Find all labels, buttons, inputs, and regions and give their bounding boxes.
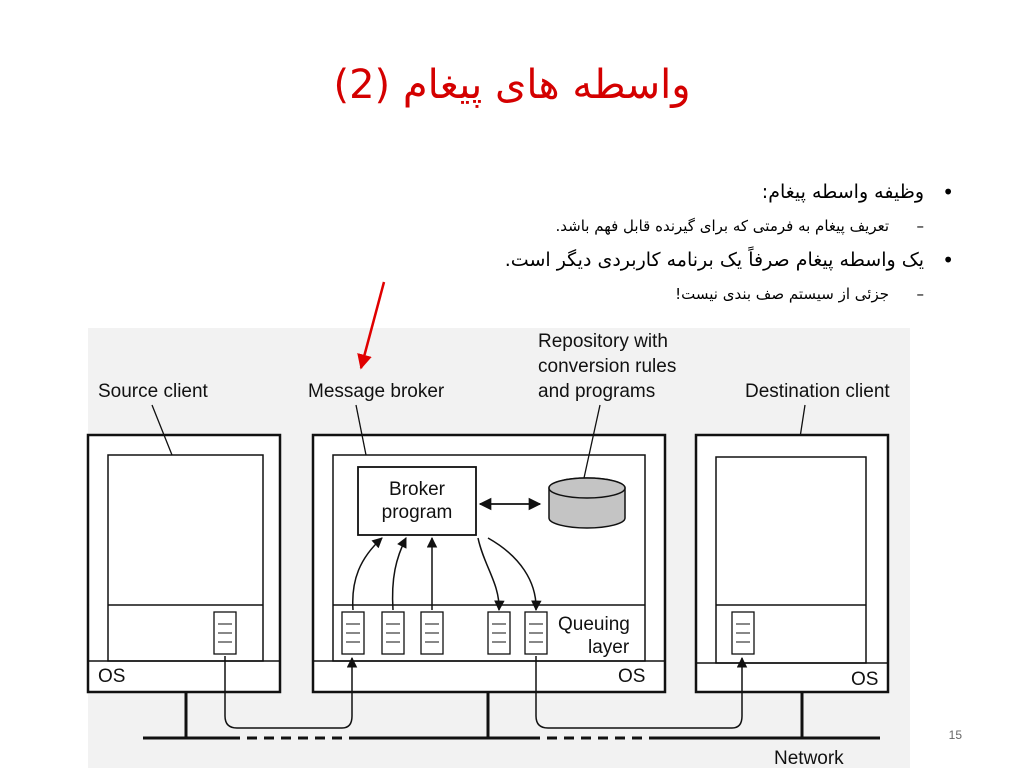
queue-icon [381, 611, 405, 655]
source-client-label: Source client [98, 381, 209, 402]
destination-client-machine [694, 433, 890, 694]
sub-bullet-item: – جزئی از سیستم صف بندی نیست! [254, 282, 954, 306]
dash-icon: – [916, 217, 925, 235]
source-os-label: OS [98, 666, 125, 687]
repository-database-icon [548, 477, 626, 529]
bullet-list: • وظیفه واسطه پیغام: – تعریف پیغام به فر… [254, 178, 954, 314]
bullet-dot-icon: • [942, 180, 954, 204]
repository-label-line-1: Repository with [538, 331, 668, 352]
dash-icon: – [916, 285, 925, 303]
queuing-layer-line-2: layer [588, 637, 630, 658]
queue-to-broker-arrow [391, 537, 407, 611]
bullet-item: • وظیفه واسطه پیغام: [254, 178, 954, 206]
bullet-text: یک واسطه پیغام صرفاً یک برنامه کاربردی د… [504, 249, 924, 271]
sub-bullet-text: جزئی از سیستم صف بندی نیست! [675, 285, 889, 303]
repository-label-line-3: and programs [538, 381, 655, 402]
queue-icon [420, 611, 444, 655]
queue-icon [341, 611, 365, 655]
queuing-layer-line-1: Queuing [558, 614, 630, 635]
broker-program-box [357, 466, 477, 536]
broker-to-queue-arrow [477, 537, 505, 612]
slide-title: واسطه های پیغام (2) [333, 62, 691, 108]
source-client-machine [86, 433, 282, 694]
broker-to-queue-arrow [487, 537, 542, 612]
broker-program-line-1: Broker [389, 479, 446, 500]
source-to-broker-path [224, 656, 358, 729]
queue-icon [487, 611, 511, 655]
network-label: Network [774, 748, 844, 768]
broker-os-label: OS [618, 666, 645, 687]
page-number: 15 [948, 728, 962, 742]
queue-icon [524, 611, 548, 655]
destination-client-label: Destination client [745, 381, 890, 402]
sub-bullet-item: – تعریف پیغام به فرمتی که برای گیرنده قا… [254, 214, 954, 238]
sub-bullet-text: تعریف پیغام به فرمتی که برای گیرنده قابل… [555, 217, 889, 235]
broker-to-destination-path [535, 656, 748, 729]
repository-label-line-2: conversion rules [538, 356, 676, 377]
bullet-text: وظیفه واسطه پیغام: [761, 181, 924, 203]
destination-os-label: OS [851, 669, 878, 690]
broker-program-line-2: program [382, 502, 453, 523]
red-pointer-arrow [357, 281, 386, 370]
queue-to-broker-arrow [351, 537, 383, 611]
message-broker-label: Message broker [308, 381, 445, 402]
network-line [143, 692, 880, 740]
queue-icon [213, 611, 237, 655]
bullet-dot-icon: • [942, 248, 954, 272]
bullet-item: • یک واسطه پیغام صرفاً یک برنامه کاربردی… [254, 246, 954, 274]
queue-icon [731, 611, 755, 655]
